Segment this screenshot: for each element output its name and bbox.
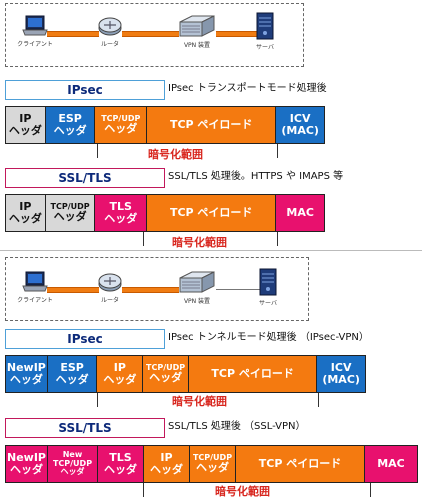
client-node-1: クライアント (17, 15, 53, 51)
section-divider (0, 250, 422, 251)
vpn-device-icon (179, 15, 215, 37)
link-vpn-server-1 (216, 31, 262, 37)
server-icon (259, 268, 277, 296)
link-vpn-server-2 (216, 289, 262, 290)
enc-range-left-2 (143, 232, 144, 246)
router-label-2: ルータ (100, 297, 119, 304)
vpn-label-1: VPN 装置 (183, 42, 211, 49)
tcp-payload-cell: TCP ペイロード (236, 446, 365, 482)
ipsec-tunnel-enc-label: 暗号化範囲 (172, 395, 227, 408)
vpn-node-1: VPN 装置 (178, 14, 216, 52)
tcp-payload-cell: TCP ペイロード (188, 356, 318, 392)
enc-range-right-3 (318, 393, 319, 407)
icv-mac-cell: ICV(MAC) (317, 356, 365, 392)
topology-frame-1 (5, 3, 304, 67)
server-label-2: サーバ (259, 300, 277, 307)
server-node-2: サーバ (258, 268, 278, 308)
ssl-enc-label-2: 暗号化範囲 (215, 485, 270, 498)
enc-range-right-1 (277, 144, 278, 158)
ipsec-transport-title: IPsec (5, 80, 165, 100)
ipsec-tunnel-desc: IPsec トンネルモード処理後 （IPsec-VPN） (168, 332, 369, 343)
vpn-label-2: VPN 装置 (183, 298, 211, 305)
link-router-vpn-2 (122, 287, 179, 293)
client-label-1: クライアント (17, 41, 53, 48)
topology-frame-2 (5, 257, 309, 321)
ipsec-tunnel-title: IPsec (5, 329, 165, 349)
vpn-node-2: VPN 装置 (178, 270, 216, 308)
enc-range-left-4 (143, 483, 144, 497)
server-node-1: サーバ (255, 12, 275, 52)
enc-range-right-4 (370, 483, 371, 497)
router-label-1: ルータ (100, 41, 119, 48)
tcp-payload-cell: TCP ペイロード (147, 195, 277, 231)
router-node-1: ルータ (97, 15, 123, 51)
ssl-title-1: SSL/TLS (5, 168, 165, 188)
link-client-router-2 (47, 287, 99, 293)
mac-cell: MAC (365, 446, 417, 482)
icv-mac-cell: ICV(MAC) (276, 107, 324, 143)
mac-cell: MAC (276, 195, 324, 231)
enc-range-left-3 (97, 393, 98, 407)
ssl-enc-label-1: 暗号化範囲 (172, 236, 227, 249)
ipsec-transport-desc: IPsec トランスポートモード処理後 (168, 83, 327, 94)
server-icon (256, 12, 274, 40)
ssl-desc-2: SSL/TLS 処理後 （SSL-VPN） (168, 421, 306, 432)
router-node-2: ルータ (97, 271, 123, 307)
ipsec-transport-enc-label: 暗号化範囲 (148, 148, 203, 161)
laptop-icon (22, 15, 48, 36)
laptop-icon (22, 271, 48, 292)
client-label-2: クライアント (17, 297, 53, 304)
server-label-1: サーバ (256, 44, 274, 51)
tcp-payload-cell: TCP ペイロード (147, 107, 277, 143)
router-icon (98, 17, 122, 36)
link-client-router-1 (47, 31, 99, 37)
router-icon (98, 273, 122, 292)
link-router-vpn-1 (122, 31, 179, 37)
enc-range-right-2 (277, 232, 278, 246)
ssl-desc-1: SSL/TLS 処理後。HTTPS や IMAPS 等 (168, 171, 344, 182)
ssl-title-2: SSL/TLS (5, 418, 165, 438)
client-node-2: クライアント (17, 271, 53, 307)
enc-range-left-1 (97, 144, 98, 158)
vpn-device-icon (179, 271, 215, 293)
